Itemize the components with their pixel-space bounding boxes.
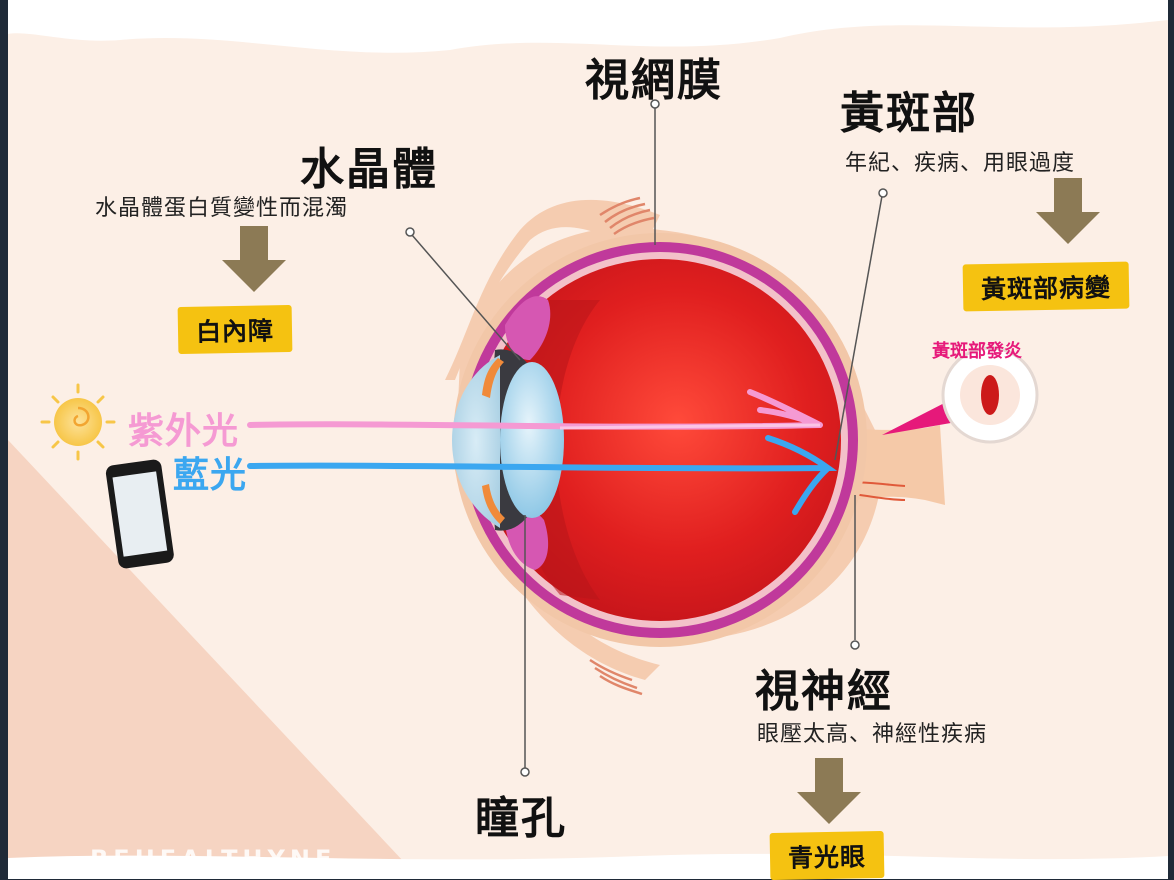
macula-description: 年紀、疾病、用眼過度 xyxy=(845,151,1076,176)
ciliary-body-top xyxy=(505,296,551,360)
blue-light-label: 藍光 xyxy=(173,455,248,496)
lens-leader xyxy=(411,234,521,361)
watermark-logo: BEHEALTHYNE xyxy=(90,845,337,873)
macula-label: 黃斑部 xyxy=(840,88,978,139)
optic-nerve-label: 視神經 xyxy=(755,666,893,717)
down-arrow-icon xyxy=(222,226,286,292)
optic-nerve-description: 眼壓太高、神經性疾病 xyxy=(757,722,988,747)
top-torn-edge xyxy=(8,0,1168,53)
cornea-rim xyxy=(482,358,504,398)
macula-leader xyxy=(834,195,883,461)
lens xyxy=(500,362,564,518)
down-arrow-icon xyxy=(797,758,861,824)
uv-label: 紫外光 xyxy=(128,411,240,452)
pupil-label: 瞳孔 xyxy=(475,793,567,844)
lower-eyelashes xyxy=(589,658,643,696)
cornea-rim-low xyxy=(482,484,505,524)
upper-eyelashes xyxy=(599,196,655,236)
inflammation-spot xyxy=(981,375,999,415)
macula-inflammation-label: 黃斑部發炎 xyxy=(932,341,1022,362)
cataract-banner: 白內障 xyxy=(177,305,293,354)
macular-degeneration-banner: 黃斑部病變 xyxy=(962,261,1130,312)
sun-icon xyxy=(40,383,116,461)
down-arrow-icon xyxy=(1036,178,1100,244)
lens-label: 水晶體 xyxy=(300,144,438,195)
glaucoma-banner: 青光眼 xyxy=(769,831,885,880)
smartphone-icon xyxy=(105,459,174,569)
bottom-left-shade xyxy=(8,440,420,879)
blue-ray xyxy=(247,435,838,515)
uv-ray-in-eye-glow xyxy=(559,423,821,430)
upper-eyelid xyxy=(445,199,660,380)
retina-label: 視網膜 xyxy=(585,55,723,106)
lens-description: 水晶體蛋白質變性而混濁 xyxy=(95,196,349,221)
